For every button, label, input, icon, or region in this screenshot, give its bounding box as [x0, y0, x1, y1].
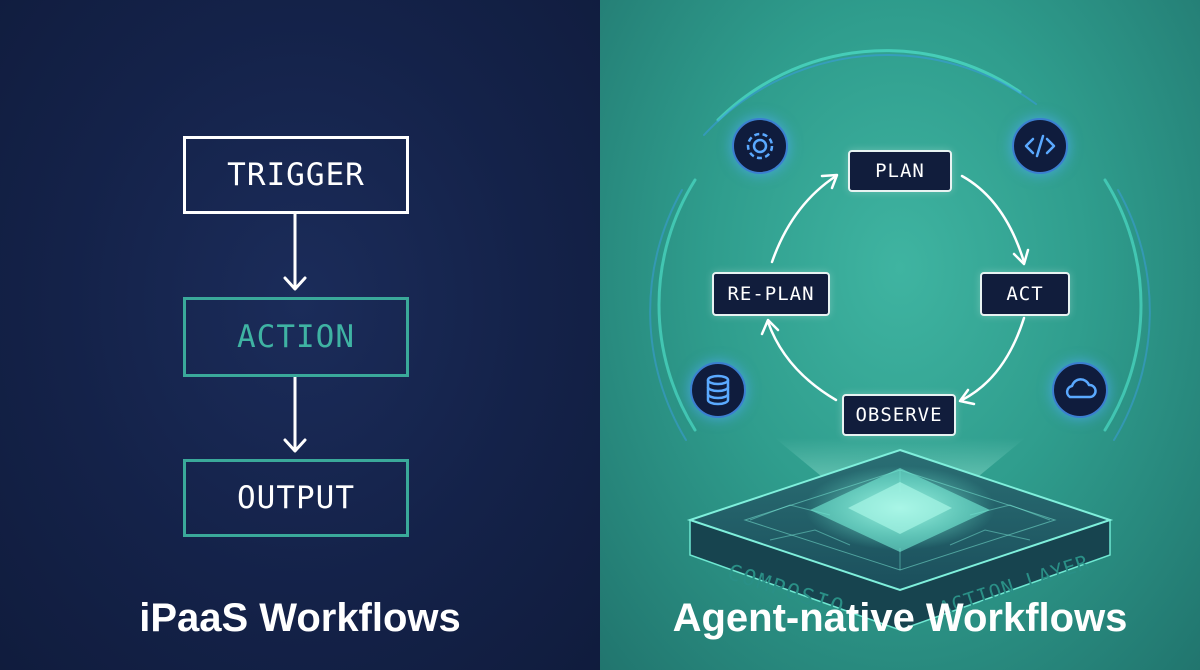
database-icon: [690, 362, 746, 418]
action-step: ACTION: [183, 297, 409, 377]
arrow-head-trigger-to-action: [283, 276, 307, 291]
cycle-arrows: [760, 173, 1030, 406]
arrow-replan-to-plan: [770, 174, 838, 264]
act-node: ACT: [980, 272, 1070, 316]
plan-node: PLAN: [848, 150, 952, 192]
agent-native-panel: COMPOSIO ACTION LAYER PLAN ACT OBSERVE R…: [600, 0, 1200, 670]
composio-platform: [686, 448, 1114, 631]
output-step: OUTPUT: [183, 459, 409, 537]
agent-native-title: Agent-native Workflows: [672, 596, 1128, 640]
agent-cycle-graphic: [649, 49, 1151, 631]
trigger-step: TRIGGER: [183, 136, 409, 214]
arrow-head-action-to-output: [283, 438, 307, 453]
replan-node: RE-PLAN: [712, 272, 830, 316]
code-icon: [1012, 118, 1068, 174]
arrow-act-to-observe: [960, 316, 1026, 402]
arrow-observe-to-replan: [766, 320, 838, 402]
orbit-rings: [649, 49, 1151, 441]
arrow-plan-to-act: [960, 174, 1026, 264]
ipaas-arrows: [0, 0, 600, 670]
gear-icon: [732, 118, 788, 174]
ipaas-title: iPaaS Workflows: [139, 596, 461, 640]
cloud-icon: [1052, 362, 1108, 418]
observe-node: OBSERVE: [842, 394, 956, 436]
ipaas-panel: TRIGGER ACTION OUTPUT iPaaS Workflows: [0, 0, 600, 670]
